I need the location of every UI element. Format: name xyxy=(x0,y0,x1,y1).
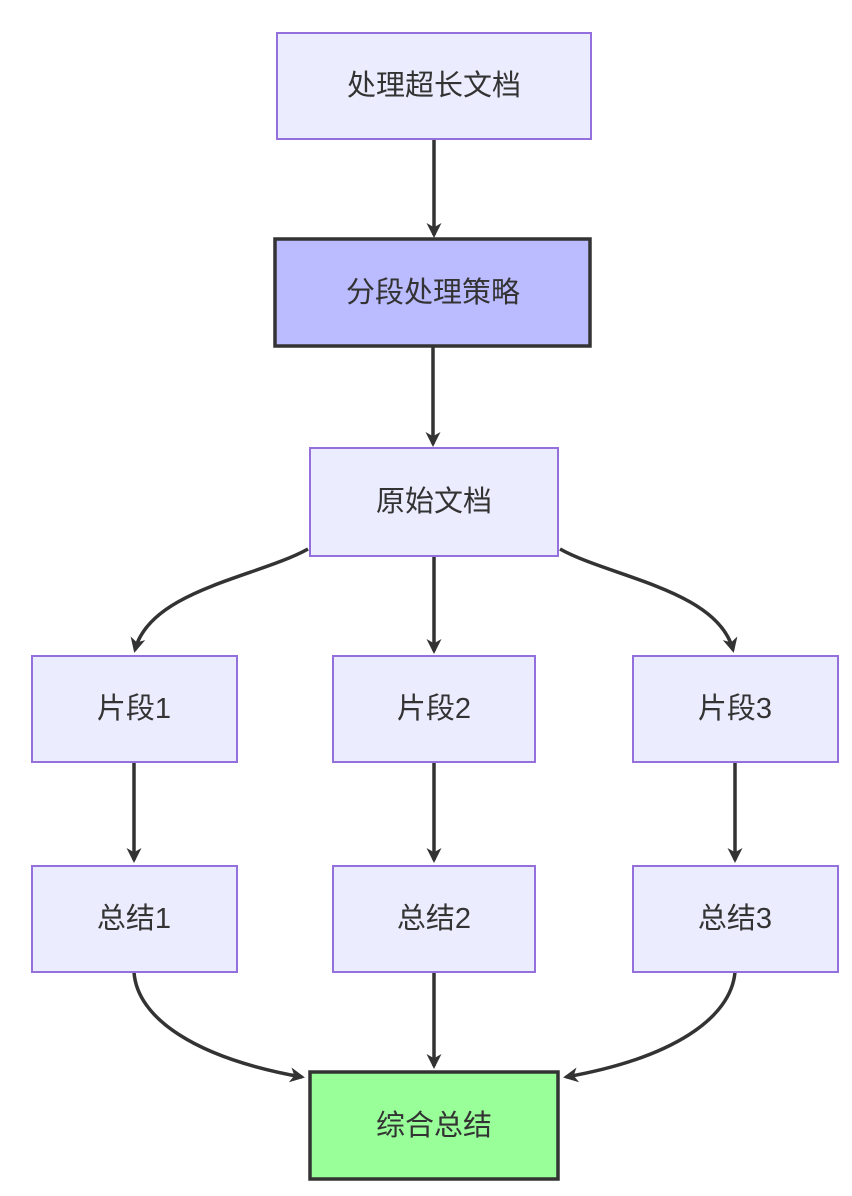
node-process-long-document-box[interactable] xyxy=(276,32,592,140)
node-process-long-document-label: 处理超长文档 xyxy=(347,69,521,102)
node-layer: 处理超长文档 分段处理策略 原始文档 片段1 片段2 片段3 总结1 xyxy=(31,32,839,1181)
node-original-document[interactable]: 原始文档 xyxy=(309,447,559,557)
node-original-document-label: 原始文档 xyxy=(376,485,492,518)
node-fragment-3[interactable]: 片段3 xyxy=(632,655,839,763)
node-summary-1-label: 总结1 xyxy=(97,902,171,935)
node-summary-2[interactable]: 总结2 xyxy=(332,865,536,973)
node-segmentation-strategy-label: 分段处理策略 xyxy=(346,276,520,309)
node-fragment-2-box[interactable] xyxy=(332,655,536,763)
node-summary-3[interactable]: 总结3 xyxy=(632,865,839,973)
node-combined-summary[interactable]: 综合总结 xyxy=(308,1070,560,1181)
node-fragment-1[interactable]: 片段1 xyxy=(31,655,238,763)
node-combined-summary-label: 综合总结 xyxy=(376,1109,492,1142)
node-fragment-2-label: 片段2 xyxy=(397,692,471,725)
node-process-long-document[interactable]: 处理超长文档 xyxy=(276,32,592,140)
edge-original-to-fragment-1 xyxy=(130,547,309,653)
node-summary-3-box[interactable] xyxy=(632,865,839,973)
edge-summary-1-to-combined xyxy=(132,971,305,1083)
node-fragment-1-box[interactable] xyxy=(31,655,238,763)
node-summary-1-box[interactable] xyxy=(31,865,238,973)
node-fragment-2[interactable]: 片段2 xyxy=(332,655,536,763)
node-segmentation-strategy-box[interactable] xyxy=(273,237,592,348)
node-segmentation-strategy[interactable]: 分段处理策略 xyxy=(273,237,592,348)
edge-summary-3-to-combined xyxy=(563,971,737,1083)
node-summary-1[interactable]: 总结1 xyxy=(31,865,238,973)
edge-layer xyxy=(126,139,743,1083)
node-original-document-box[interactable] xyxy=(309,447,559,557)
node-fragment-1-label: 片段1 xyxy=(97,692,171,725)
node-summary-2-box[interactable] xyxy=(332,865,536,973)
edge-original-to-fragment-3 xyxy=(559,547,738,653)
node-summary-3-label: 总结3 xyxy=(698,902,772,935)
node-combined-summary-box[interactable] xyxy=(308,1070,560,1181)
node-fragment-3-box[interactable] xyxy=(632,655,839,763)
node-fragment-3-label: 片段3 xyxy=(698,692,772,725)
node-summary-2-label: 总结2 xyxy=(397,902,471,935)
